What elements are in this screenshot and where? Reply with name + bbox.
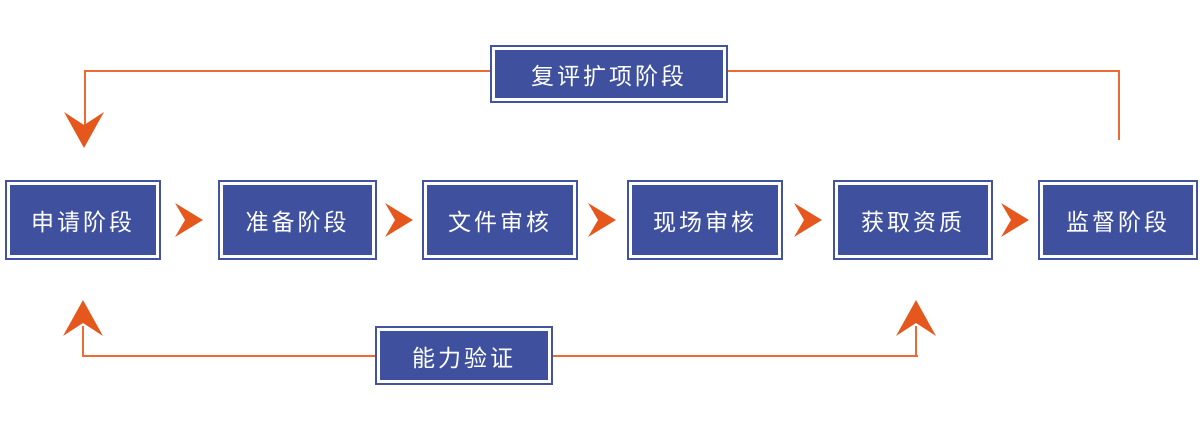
top-loop-label: 复评扩项阶段 — [495, 50, 723, 98]
flow-node-document-review: 文件审核 — [422, 180, 578, 260]
arrow-right-icon — [794, 203, 822, 237]
arrow-down-icon — [64, 112, 104, 148]
flow-node-obtain-qualification: 获取资质 — [833, 180, 993, 260]
bottom-loop-label: 能力验证 — [380, 331, 548, 380]
flow-node-onsite-review: 现场审核 — [627, 180, 783, 260]
flow-node-label: 申请阶段 — [10, 185, 156, 255]
flow-node-label: 获取资质 — [838, 185, 988, 255]
top-loop-left-vertical-line — [84, 70, 86, 126]
flow-node-supervision: 监督阶段 — [1038, 180, 1198, 260]
bottom-loop-right-vertical-line — [915, 326, 917, 356]
flow-node-preparation: 准备阶段 — [218, 180, 377, 260]
top-loop-label-box: 复评扩项阶段 — [490, 45, 728, 103]
arrow-right-icon — [588, 203, 616, 237]
top-loop-right-vertical-line — [1118, 70, 1120, 140]
flow-node-label: 现场审核 — [632, 185, 778, 255]
arrow-right-icon — [385, 203, 413, 237]
arrow-up-icon — [63, 300, 103, 336]
flow-node-label: 监督阶段 — [1043, 185, 1193, 255]
arrow-up-icon — [896, 300, 936, 336]
flow-node-label: 准备阶段 — [223, 185, 372, 255]
arrow-right-icon — [175, 203, 203, 237]
flow-node-application: 申请阶段 — [5, 180, 161, 260]
arrow-right-icon — [1001, 203, 1029, 237]
bottom-loop-label-box: 能力验证 — [375, 326, 553, 385]
flow-node-label: 文件审核 — [427, 185, 573, 255]
bottom-loop-left-vertical-line — [82, 326, 84, 356]
